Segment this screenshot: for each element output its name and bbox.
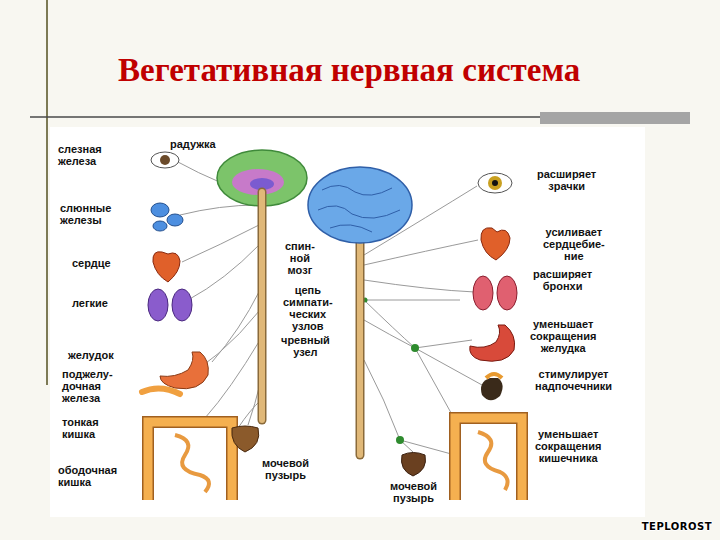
colon (148, 422, 232, 500)
brain-folds (318, 185, 400, 232)
small-intestine (175, 435, 209, 492)
spinal-cord (357, 235, 363, 455)
organ-label: радужка (170, 138, 216, 150)
organ-label: расширяет зрачки (537, 168, 596, 192)
organ-label: слюнные железы (60, 202, 111, 226)
slide-bar (540, 112, 690, 124)
adrenal (481, 378, 503, 400)
eye (478, 173, 512, 193)
watermark: TEPLOROST (642, 521, 712, 532)
bladder (232, 426, 259, 452)
organ-label: цепь симпати- ческих узлов (282, 284, 334, 332)
organ-label: поджелу- дочная железа (62, 368, 113, 404)
picture-ground (50, 127, 645, 517)
colon (148, 422, 232, 500)
lung (497, 276, 517, 310)
slide-rule (46, 0, 48, 385)
spinal-cord (356, 235, 365, 455)
spinal-cord (259, 192, 265, 420)
organ-label: легкие (72, 297, 108, 309)
organ-label: слезная железа (58, 143, 102, 167)
heart (153, 252, 180, 282)
iris (488, 176, 502, 190)
lung (148, 289, 168, 321)
bladder (401, 453, 425, 477)
lung (473, 276, 493, 310)
spinal-cord (258, 192, 267, 420)
colon (455, 418, 522, 500)
organ-label: усиливает сердцебие- ние (543, 226, 605, 262)
organ-label: сердце (72, 257, 111, 269)
pancreas (142, 388, 180, 394)
organ-label: расширяет бронхи (533, 268, 592, 292)
organ-label: тонкая кишка (62, 416, 99, 440)
adrenal (486, 374, 502, 378)
slide-title: Вегетативная нервная система (118, 50, 580, 90)
lung (172, 289, 192, 321)
colon (455, 418, 522, 500)
organ-label: чревный узел (280, 334, 331, 358)
stomach (470, 325, 515, 361)
pupil (492, 180, 498, 186)
organ-label: уменьшает сокращения желудка (530, 318, 596, 354)
organ-label: желудок (68, 349, 114, 361)
iris (160, 155, 170, 165)
organ-label: мочевой пузырь (390, 480, 437, 504)
salivary-glands (151, 203, 183, 231)
organ-label: уменьшает сокращения кишечника (535, 428, 601, 464)
organ-label: стимулирует надпочечники (535, 368, 612, 392)
ganglion-dot (396, 436, 404, 444)
organ-label: спин- ной мозг (284, 240, 316, 276)
eye (151, 152, 179, 168)
small-intestine (478, 432, 508, 490)
ganglion-dot (411, 344, 419, 352)
slide-rule (30, 116, 545, 118)
heart (481, 228, 510, 260)
stomach (160, 352, 208, 389)
organ-label: мочевой пузырь (262, 457, 309, 481)
brain (308, 167, 412, 243)
organ-label: ободочная кишка (58, 464, 117, 488)
